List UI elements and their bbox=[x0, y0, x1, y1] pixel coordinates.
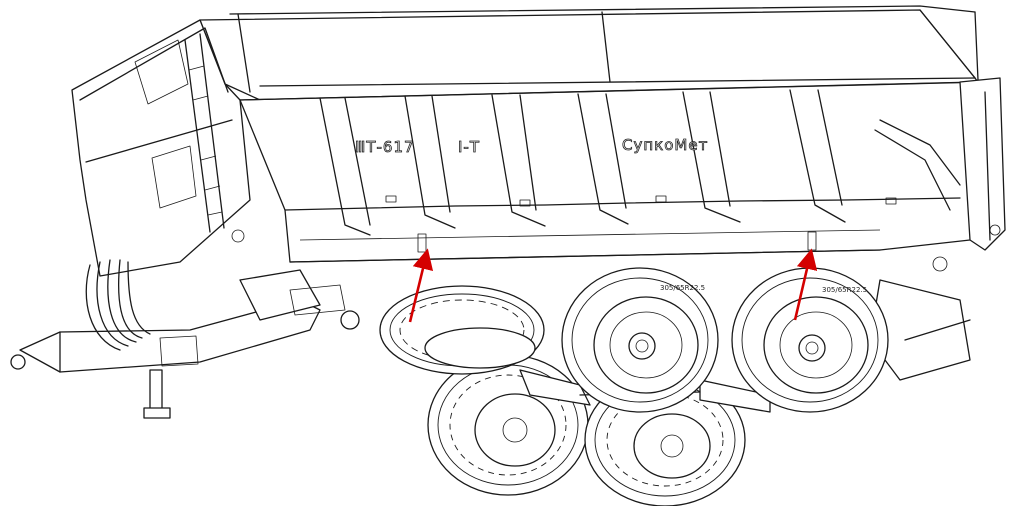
wheel-far-left bbox=[427, 354, 589, 496]
brand-short-label: І-Т bbox=[458, 138, 480, 156]
tire-size-label-right: 305/65R22.5 bbox=[822, 286, 867, 294]
arrow-left bbox=[408, 248, 434, 323]
model-label: ⅢТ-617 bbox=[355, 138, 415, 156]
body-ribs bbox=[319, 89, 846, 236]
front-ladder bbox=[184, 33, 225, 233]
maker-label: СупкоМет bbox=[622, 136, 708, 154]
spare-wheel bbox=[379, 285, 545, 375]
arrow-right bbox=[793, 248, 818, 321]
hydraulic-hoses bbox=[85, 259, 151, 351]
front-panel bbox=[71, 19, 251, 277]
wheel-near-right: 305/65R22.5 bbox=[731, 267, 889, 413]
tire-size-label-left: 305/65R22.5 bbox=[660, 284, 705, 292]
wheel-near-left: 305/65R22.5 bbox=[561, 267, 719, 413]
chassis-drawbar bbox=[10, 259, 360, 419]
main-body: ⅢТ-617 І-Т СупкоМет bbox=[239, 81, 986, 263]
